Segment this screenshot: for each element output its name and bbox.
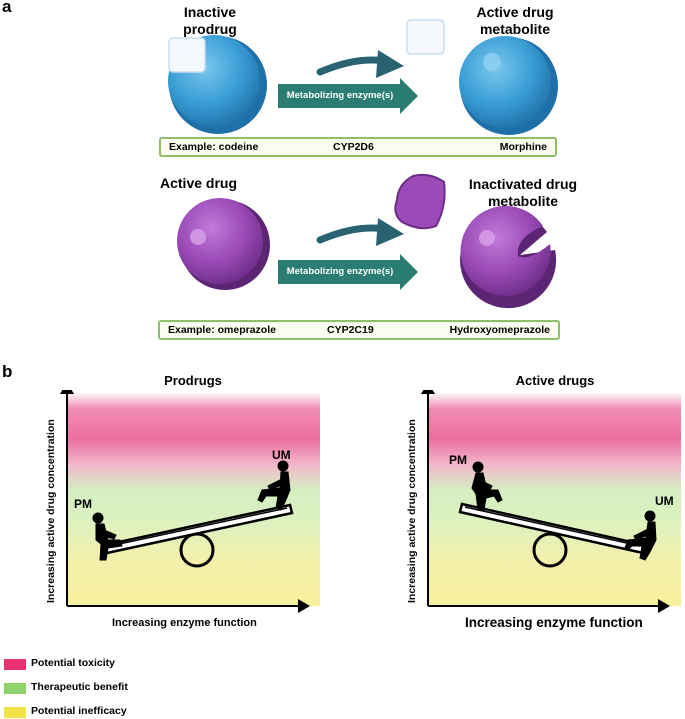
inactivated-metabolite-title: Inactivated drug metabolite	[468, 176, 578, 209]
prodrugs-x-axis-label: Increasing enzyme function	[112, 617, 257, 629]
enzyme-arrow-1-label: Metabolizing enzyme(s)	[286, 90, 394, 101]
active-drugs-chart	[421, 390, 681, 613]
prodrugs-chart-title: Prodrugs	[164, 373, 222, 388]
active-metabolite-title: Active drug metabolite	[476, 4, 554, 37]
example-metabolite-morphine: Morphine	[499, 141, 547, 153]
purple-fragment	[394, 173, 446, 230]
example-drug-codeine: Example: codeine	[169, 141, 259, 153]
active-drugs-y-axis-label: Increasing active drug concentration	[406, 419, 418, 603]
prodrugs-chart	[60, 390, 320, 613]
prodrugs-pm-figure	[92, 512, 123, 561]
example-drug-omeprazole: Example: omeprazole	[168, 324, 276, 336]
legend-swatch-toxicity	[4, 659, 26, 670]
cleaved-fragment-square	[406, 19, 445, 55]
active-metabolite-sphere	[459, 36, 558, 135]
panel-b-letter: b	[2, 362, 13, 381]
active-drugs-zone-background	[428, 392, 681, 606]
active-drugs-chart-title: Active drugs	[515, 373, 595, 388]
inactive-prodrug-sphere	[168, 35, 267, 134]
example-box-omeprazole: Example: omeprazole CYP2C19 Hydroxyomepr…	[158, 320, 560, 340]
example-box-codeine: Example: codeine CYP2D6 Morphine	[159, 137, 557, 157]
cleavage-curved-arrow-1	[316, 50, 404, 78]
panel-a-letter: a	[2, 0, 12, 16]
legend-label-benefit: Therapeutic benefit	[31, 681, 128, 693]
prodrugs-um-label: UM	[272, 448, 291, 462]
legend-swatch-inefficacy	[4, 707, 26, 718]
active-drugs-pm-figure	[471, 461, 503, 511]
inactivated-metabolite-sphere	[460, 205, 557, 309]
prodrugs-um-figure	[257, 460, 291, 511]
example-enzyme-cyp2c19: CYP2C19	[327, 324, 374, 336]
active-drug-title: Active drug	[160, 175, 238, 191]
example-metabolite-hydroxyomeprazole: Hydroxyomeprazole	[449, 324, 550, 336]
panel-b-charts	[60, 390, 681, 613]
active-drugs-um-label: UM	[655, 494, 674, 508]
legend-label-toxicity: Potential toxicity	[31, 657, 116, 669]
active-drug-sphere	[177, 198, 270, 290]
active-drugs-x-axis-label: Increasing enzyme function	[465, 615, 643, 630]
example-enzyme-cyp2d6: CYP2D6	[333, 141, 374, 153]
active-drugs-um-figure	[624, 510, 657, 561]
panel-a-illustration	[168, 19, 558, 309]
legend: Potential toxicity Therapeutic benefit P…	[0, 654, 200, 719]
prodrugs-y-axis-label: Increasing active drug concentration	[45, 419, 57, 603]
prodrugs-seesaw	[103, 503, 294, 568]
inactive-prodrug-title: Inactive prodrug	[183, 4, 237, 37]
enzyme-arrow-2-label: Metabolizing enzyme(s)	[286, 266, 394, 277]
legend-label-inefficacy: Potential inefficacy	[31, 705, 127, 717]
prodrugs-pm-label: PM	[74, 497, 92, 511]
legend-swatch-benefit	[4, 683, 26, 694]
enzyme-arrow-1	[278, 78, 418, 114]
active-drugs-pm-label: PM	[449, 453, 467, 467]
enzyme-arrow-2	[278, 254, 418, 290]
cleavage-curved-arrow-2	[316, 218, 404, 246]
